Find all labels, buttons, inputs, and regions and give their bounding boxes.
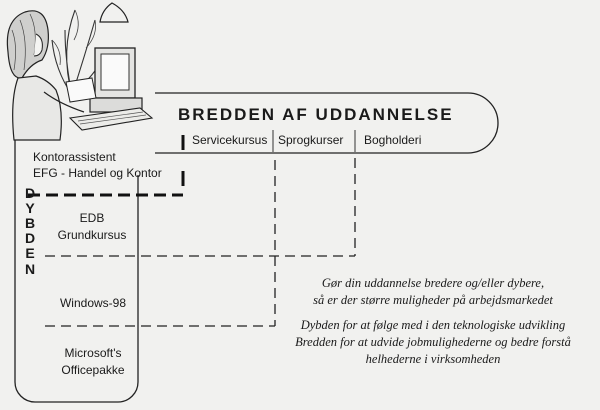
caption-line-4: Bredden for at udvide jobmulighederne og… xyxy=(295,335,571,349)
depth-letter-b: B xyxy=(24,215,36,231)
depth-base-line-2: EFG - Handel og Kontor xyxy=(33,166,162,180)
breadth-course-bookkeeping: Bogholderi xyxy=(364,133,422,147)
depth-course-edb-line-2: Grundkursus xyxy=(57,228,127,242)
caption-line-3: Dybden for at følge med i den teknologis… xyxy=(300,318,566,332)
depth-band xyxy=(14,140,139,403)
depth-letter-d2: D xyxy=(24,230,36,246)
depth-course-office-line-2: Officepakke xyxy=(61,363,125,377)
caption-block: Gør din uddannelse bredere og/eller dybe… xyxy=(272,275,594,368)
caption-line-1: Gør din uddannelse bredere og/eller dybe… xyxy=(321,276,545,290)
depth-course-windows: Windows-98 xyxy=(59,296,127,310)
depth-course-edb-line-1: EDB xyxy=(79,211,105,225)
depth-base-line-1: Kontorassistent xyxy=(33,150,116,164)
depth-letter-d1: D xyxy=(24,185,36,201)
depth-course-office-line-1: Microsoft's xyxy=(64,346,122,360)
depth-letter-y: Y xyxy=(25,200,35,216)
caption-line-5: helhederne i virksomheden xyxy=(365,352,501,366)
breadth-band xyxy=(155,92,499,154)
caption-line-2: så er der større muligheder på arbejdsma… xyxy=(313,293,553,307)
breadth-course-language: Sprogkurser xyxy=(278,133,344,147)
breadth-title: BREDDEN AF UDDANNELSE xyxy=(178,105,454,124)
breadth-course-service: Servicekursus xyxy=(192,133,268,147)
office-worker-at-computer-icon xyxy=(6,2,154,141)
depth-letter-n: N xyxy=(24,261,36,277)
depth-letter-e: E xyxy=(25,245,35,261)
